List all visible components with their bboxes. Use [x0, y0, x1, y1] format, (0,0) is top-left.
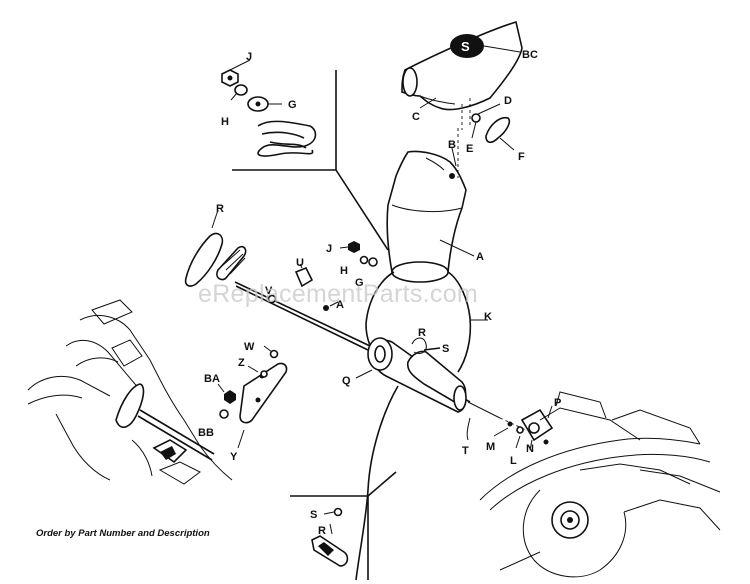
label-m: M — [486, 441, 495, 453]
part-labels: J H G BC C D E F B R J H G A U V A K R S… — [198, 49, 561, 537]
label-k: K — [484, 311, 492, 323]
housing-edge — [355, 385, 399, 581]
label-u: U — [296, 257, 304, 269]
label-ba: BA — [204, 373, 220, 385]
deflector-hardware — [461, 98, 515, 151]
chute-badge — [450, 34, 484, 58]
label-l: L — [510, 455, 517, 467]
label-h-mid: H — [340, 265, 348, 277]
mounting-bracket — [217, 345, 288, 449]
lower-bracket — [466, 401, 554, 451]
worm-gear-assembly — [355, 337, 467, 413]
lock-washer-icon — [234, 84, 248, 96]
label-f: F — [518, 151, 525, 163]
label-r-bot: R — [318, 525, 326, 537]
label-w: W — [244, 341, 255, 353]
label-n: N — [526, 443, 534, 455]
label-z: Z — [238, 357, 245, 369]
inset-frame-top — [232, 70, 389, 251]
label-t: T — [462, 445, 469, 457]
auger-housing — [479, 391, 721, 578]
label-g-mid: G — [355, 277, 364, 289]
label-r-grip: R — [216, 203, 224, 215]
inset-frame-bottom — [290, 471, 397, 580]
watermark: eReplacementParts.com — [198, 280, 479, 308]
label-a-small: A — [336, 299, 344, 311]
label-j-mid: J — [326, 243, 332, 255]
label-bb: BB — [198, 427, 214, 439]
label-c: C — [412, 111, 420, 123]
label-a: A — [476, 251, 484, 263]
label-bc: BC — [522, 49, 538, 61]
label-q: Q — [342, 375, 351, 387]
chute-badge-label: S — [461, 39, 470, 54]
label-s-mid: S — [442, 343, 449, 355]
chute-bolt — [339, 241, 378, 267]
label-d: D — [504, 95, 512, 107]
label-h-top: H — [221, 116, 229, 128]
label-v: V — [265, 285, 273, 297]
label-y: Y — [230, 451, 238, 463]
machine-outline — [27, 299, 233, 485]
hand-grip — [184, 209, 247, 287]
hardware-inset-top — [221, 59, 317, 157]
chute-deflector: S — [401, 20, 523, 111]
chain-icon — [257, 120, 317, 157]
knob-icon — [485, 116, 511, 144]
label-j-top: J — [246, 51, 252, 63]
label-s-bot: S — [310, 509, 317, 521]
label-r-mid: R — [418, 327, 426, 339]
footer-note: Order by Part Number and Description — [36, 528, 210, 539]
label-b: B — [448, 139, 456, 151]
discharge-chute — [386, 128, 475, 283]
label-e: E — [466, 143, 473, 155]
label-g-top: G — [288, 99, 297, 111]
label-p: P — [554, 397, 561, 409]
